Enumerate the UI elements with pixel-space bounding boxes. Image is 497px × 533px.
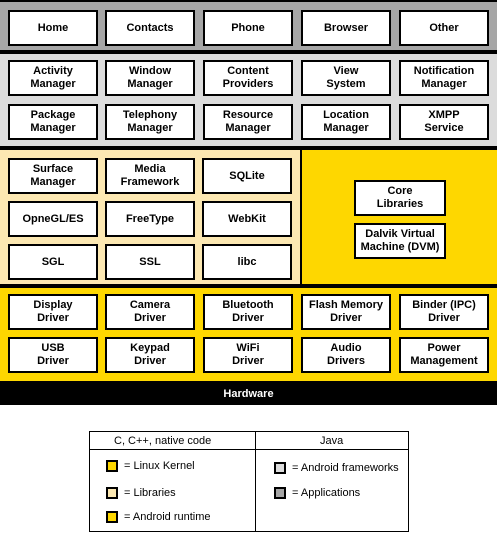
android-runtime-layer: Core Libraries Dalvik Virtual Machine (D…	[302, 148, 497, 286]
legend-divider	[255, 432, 256, 531]
legend-item-android-runtime: = Android runtime	[106, 511, 211, 523]
legend-item-libraries: = Libraries	[106, 487, 176, 499]
legend-item-android-frameworks: = Android frameworks	[274, 462, 399, 474]
app-contacts: Contacts	[105, 10, 195, 46]
lib-freetype: FreeType	[105, 201, 195, 237]
hardware-layer: Hardware	[0, 383, 497, 405]
fw-view-system: View System	[301, 60, 391, 96]
legend-header-java: Java	[320, 435, 344, 447]
applications-swatch	[274, 487, 286, 499]
kernel-bluetooth-driver: Bluetooth Driver	[203, 294, 293, 330]
legend: C, C++, native code Java = Linux Kernel …	[89, 431, 409, 532]
rt-core-libraries: Core Libraries	[354, 180, 446, 216]
fw-telephony-manager: Telephony Manager	[105, 104, 195, 140]
fw-notification-manager: Notification Manager	[399, 60, 489, 96]
lib-libc: libc	[202, 244, 292, 280]
legend-label: = Applications	[292, 487, 361, 499]
applications-layer: Home Contacts Phone Browser Other	[0, 0, 497, 52]
kernel-usb-driver: USB Driver	[8, 337, 98, 373]
fw-location-manager: Location Manager	[301, 104, 391, 140]
legend-item-applications: = Applications	[274, 487, 360, 499]
legend-label: = Libraries	[124, 487, 176, 499]
frameworks-layer: Activity Manager Window Manager Content …	[0, 52, 497, 148]
libraries-swatch	[106, 487, 118, 499]
android-frameworks-swatch	[274, 462, 286, 474]
lib-surface-manager: Surface Manager	[8, 158, 98, 194]
legend-header-native: C, C++, native code	[114, 435, 212, 447]
fw-window-manager: Window Manager	[105, 60, 195, 96]
lib-sqlite: SQLite	[202, 158, 292, 194]
fw-package-manager: Package Manager	[8, 104, 98, 140]
kernel-wifi-driver: WiFi Driver	[203, 337, 293, 373]
legend-label: = Linux Kernel	[124, 460, 195, 472]
fw-xmpp-service: XMPP Service	[399, 104, 489, 140]
lib-webkit: WebKit	[202, 201, 292, 237]
kernel-flash-memory-driver: Flash Memory Driver	[301, 294, 391, 330]
legend-header-line	[90, 449, 408, 450]
app-other: Other	[399, 10, 489, 46]
fw-resource-manager: Resource Manager	[203, 104, 293, 140]
app-phone: Phone	[203, 10, 293, 46]
legend-item-linux-kernel: = Linux Kernel	[106, 460, 195, 472]
kernel-binder-ipc-driver: Binder (IPC) Driver	[399, 294, 489, 330]
kernel-display-driver: Display Driver	[8, 294, 98, 330]
fw-activity-manager: Activity Manager	[8, 60, 98, 96]
linux-kernel-swatch	[106, 460, 118, 472]
app-browser: Browser	[301, 10, 391, 46]
kernel-audio-drivers: Audio Drivers	[301, 337, 391, 373]
legend-label: = Android runtime	[124, 511, 211, 523]
legend-label: = Android frameworks	[292, 462, 399, 474]
android-runtime-swatch	[106, 511, 118, 523]
app-home: Home	[8, 10, 98, 46]
kernel-camera-driver: Camera Driver	[105, 294, 195, 330]
fw-content-providers: Content Providers	[203, 60, 293, 96]
linux-kernel-layer: Display Driver Camera Driver Bluetooth D…	[0, 286, 497, 383]
lib-ssl: SSL	[105, 244, 195, 280]
lib-sgl: SGL	[8, 244, 98, 280]
rt-dalvik-vm: Dalvik Virtual Machine (DVM)	[354, 223, 446, 259]
libraries-layer: Surface Manager Media Framework SQLite O…	[0, 148, 302, 286]
kernel-power-management: Power Management	[399, 337, 489, 373]
lib-opengl-es: OpneGL/ES	[8, 201, 98, 237]
kernel-keypad-driver: Keypad Driver	[105, 337, 195, 373]
lib-media-framework: Media Framework	[105, 158, 195, 194]
